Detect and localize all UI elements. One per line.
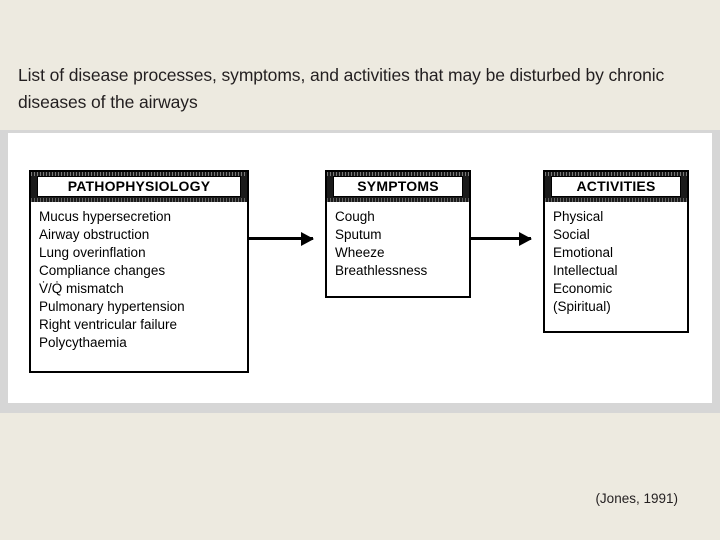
list-item: Lung overinflation [39,245,146,260]
page-title: List of disease processes, symptoms, and… [18,65,665,113]
list-item: V̇/Q̇ mismatch [39,280,124,296]
list-item: Airway obstruction [39,227,150,243]
list-item: Emotional [553,245,614,260]
list-item: Economic [553,280,613,296]
list-item: Cough [335,209,375,225]
diagram-box-body-activities: Physical Social Emotional Intellectual E… [545,202,687,324]
list-item: Mucus hypersecretion [39,209,172,225]
diagram-box-symptoms: SYMPTOMS Cough Sputum Wheeze Breathlessn… [325,170,471,298]
citation: (Jones, 1991) [595,491,678,506]
list-item: Compliance changes [39,262,166,278]
list-item: (Spiritual) [553,298,611,314]
list-item: Breathlessness [335,262,428,278]
right-arrow-icon [249,237,313,240]
list-item: Physical [553,209,604,225]
list-item: Sputum [335,227,382,243]
right-arrow-icon [471,237,531,240]
list-item: Right ventricular failure [39,316,178,332]
diagram-box-pathophysiology: PATHOPHYSIOLOGY Mucus hypersecretion Air… [29,170,249,373]
list-item: Intellectual [553,262,618,278]
diagram-box-header-symptoms: SYMPTOMS [327,172,469,203]
diagram-box-header-label-symptoms: SYMPTOMS [333,176,463,198]
diagram-box-header-label-pathophysiology: PATHOPHYSIOLOGY [37,176,241,198]
list-item: Social [553,227,590,243]
diagram-box-header-pathophysiology: PATHOPHYSIOLOGY [31,172,247,203]
list-item: Wheeze [335,245,385,260]
list-item: Pulmonary hypertension [39,298,185,314]
diagram-box-body-pathophysiology: Mucus hypersecretion Airway obstruction … [31,202,247,360]
figure-panel: PATHOPHYSIOLOGY Mucus hypersecretion Air… [8,133,712,403]
list-item: Polycythaemia [39,334,127,350]
diagram-box-header-label-activities: ACTIVITIES [551,176,681,198]
diagram-box-activities: ACTIVITIES Physical Social Emotional Int… [543,170,689,333]
diagram-box-body-symptoms: Cough Sputum Wheeze Breathlessness [327,202,469,288]
diagram-box-header-activities: ACTIVITIES [545,172,687,203]
